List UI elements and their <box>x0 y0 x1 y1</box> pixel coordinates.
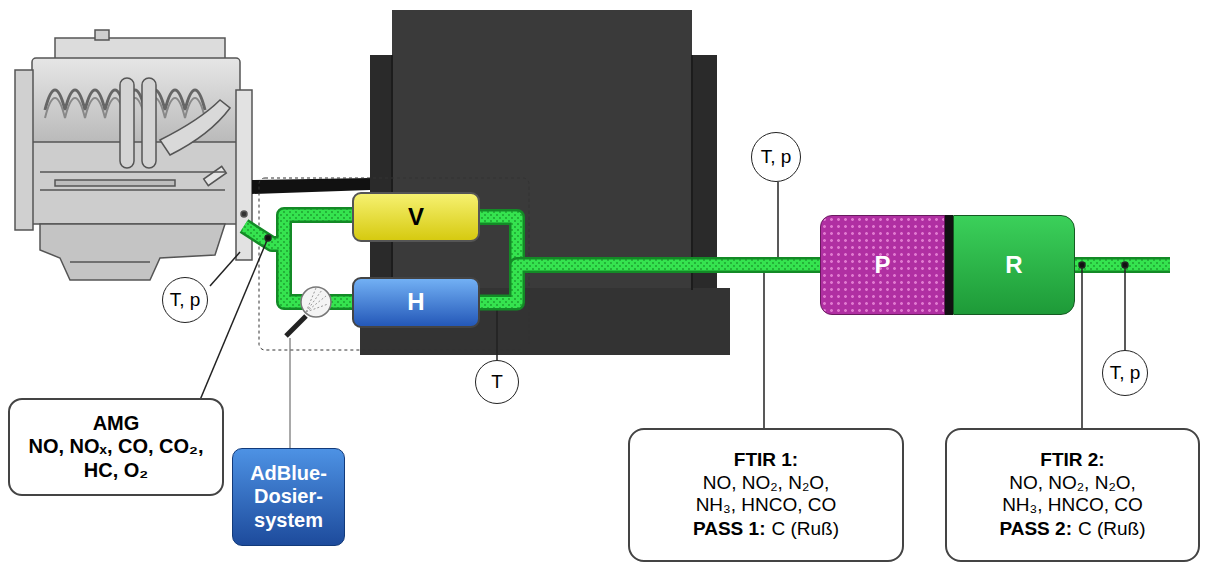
catalyst-box: H <box>352 277 480 328</box>
illustration-part <box>40 189 225 191</box>
text-group: T, p <box>761 146 792 168</box>
box-label: R <box>1005 251 1022 279</box>
pipe-outline <box>480 265 820 303</box>
illustration-part <box>40 224 225 280</box>
box-label: P <box>874 251 890 279</box>
sensor-label: T, p <box>1110 362 1141 384</box>
illustration-part <box>1081 265 1083 428</box>
illustration-part <box>200 238 268 400</box>
text-group: AdBlue- Dosier- system <box>250 462 327 533</box>
catalyst-box: R <box>953 215 1075 315</box>
box-label: V <box>408 203 424 231</box>
analyzer-box: FTIR 1:NO, NO₂, N₂O, NH₃, HNCO, COPASS 1… <box>628 428 904 562</box>
box-label: H <box>407 288 424 316</box>
text-group: V <box>408 203 424 231</box>
sensor-circle: T <box>475 360 519 404</box>
illustration-part <box>1079 262 1085 268</box>
illustration-part <box>55 38 225 60</box>
sensor-label: T, p <box>170 289 201 311</box>
illustration-part <box>1124 265 1126 350</box>
dashed-frame <box>259 178 529 350</box>
sensor-circle: T, p <box>1102 350 1148 396</box>
illustration-part <box>496 302 498 360</box>
test-bench-block <box>360 10 730 355</box>
exhaust-pipe <box>480 265 820 303</box>
box-text: C (Ruß) <box>1078 518 1146 540</box>
leader-lines <box>200 182 1128 428</box>
illustration-part <box>210 252 240 286</box>
illustration-part <box>120 78 134 168</box>
filter-box: P <box>820 215 945 315</box>
text-group: T <box>491 371 503 393</box>
dosing-line <box>290 338 291 448</box>
illustration-part <box>306 288 328 312</box>
illustration-part <box>391 55 393 290</box>
sensor-circle: T, p <box>162 277 208 323</box>
box-text: NO, NO₂, N₂O, NH₃, HNCO, CO <box>681 472 851 517</box>
illustration-part <box>70 261 150 263</box>
illustration-part <box>286 316 306 336</box>
box-heading: FTIR 1: <box>681 449 851 471</box>
illustration-part <box>241 211 247 217</box>
illustration-part <box>265 235 271 241</box>
text-group: P <box>874 251 890 279</box>
text-group: H <box>407 288 424 316</box>
illustration-part <box>763 265 765 428</box>
text-group: FTIR 2:NO, NO₂, N₂O, NH₃, HNCO, COPASS 2… <box>988 449 1158 541</box>
box-heading: FTIR 2: <box>988 449 1158 471</box>
text-group: FTIR 1:NO, NO₂, N₂O, NH₃, HNCO, COPASS 1… <box>681 449 851 541</box>
box-text: NO, NO₂, N₂O, NH₃, HNCO, CO <box>988 472 1158 517</box>
illustration-part <box>777 182 779 265</box>
sensor-label: T <box>491 371 503 393</box>
sensor-label: T, p <box>761 146 792 168</box>
illustration-part <box>160 100 230 155</box>
filter-divider <box>944 215 953 315</box>
text-group: AMGNO, NOₓ, CO, CO₂, HC, O₂ <box>28 412 204 483</box>
adblue-injector <box>286 287 331 448</box>
box-text: PASS 2: <box>999 518 1072 540</box>
engine-illustration <box>15 30 252 280</box>
box-text: C (Ruß) <box>771 518 839 540</box>
text-group: T, p <box>1110 362 1141 384</box>
sensor-circle: T, p <box>751 132 801 182</box>
illustration-part <box>301 287 331 317</box>
illustration-part <box>55 180 175 186</box>
illustration-part <box>142 78 156 168</box>
box-heading: AMG <box>28 412 204 436</box>
text-group: R <box>1005 251 1022 279</box>
illustration-part <box>204 166 227 185</box>
illustration-part <box>15 70 33 230</box>
dosing-system-box: AdBlue- Dosier- system <box>232 448 345 546</box>
illustration-part <box>95 30 109 40</box>
catalyst-box: V <box>352 192 480 242</box>
box-text: NO, NOₓ, CO, CO₂, HC, O₂ <box>28 435 204 482</box>
illustration-part <box>691 55 693 290</box>
illustration-part <box>1122 262 1128 268</box>
engine-duct <box>252 178 370 194</box>
box-label: AdBlue- Dosier- system <box>250 462 327 533</box>
analyzer-box: FTIR 2:NO, NO₂, N₂O, NH₃, HNCO, COPASS 2… <box>945 428 1200 562</box>
text-group: T, p <box>170 289 201 311</box>
box-text: PASS 1: <box>693 518 766 540</box>
pipe-fill <box>480 265 820 303</box>
illustration-part <box>40 171 225 173</box>
analyzer-box: AMGNO, NOₓ, CO, CO₂, HC, O₂ <box>8 398 224 496</box>
